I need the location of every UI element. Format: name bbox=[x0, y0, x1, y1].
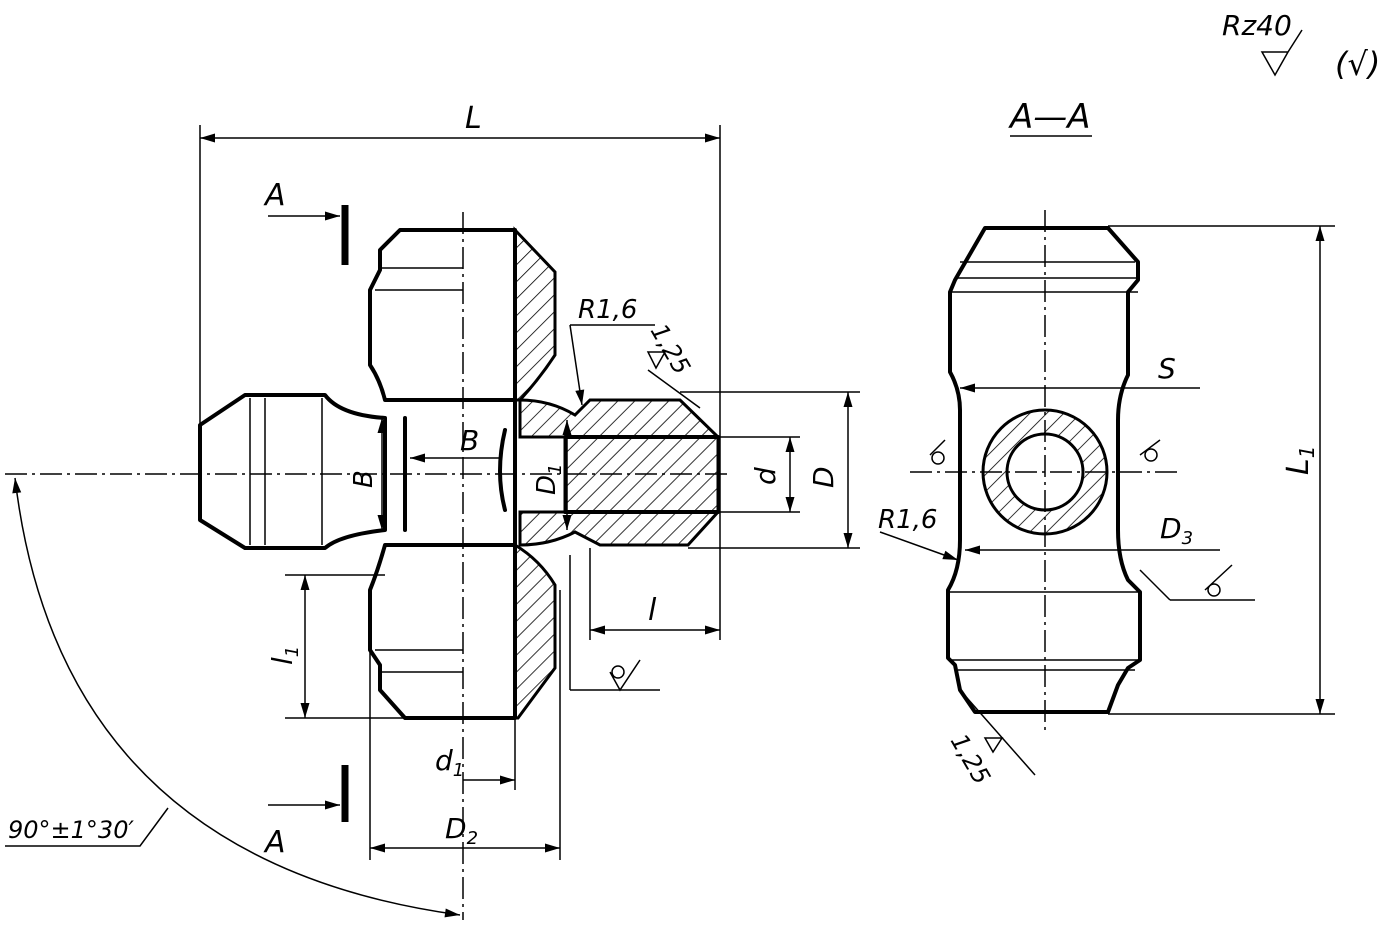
roughness-label: Rz40 bbox=[1222, 9, 1292, 42]
label-d: d bbox=[749, 467, 782, 485]
angle-arc bbox=[12, 477, 461, 918]
label-l: l bbox=[648, 593, 657, 628]
label-l1: l1 bbox=[266, 646, 303, 665]
label-S: S bbox=[1158, 352, 1176, 385]
label-L: L bbox=[465, 101, 482, 136]
label-A-bottom: A bbox=[263, 825, 286, 860]
roughness-symbol bbox=[1260, 29, 1303, 77]
section-body bbox=[946, 226, 1142, 714]
roughness-parenthetical: (√) bbox=[1335, 45, 1380, 83]
label-D2: D2 bbox=[445, 812, 478, 849]
label-125-top: 1,25 bbox=[645, 319, 696, 379]
bottom-branch-outline bbox=[368, 543, 517, 720]
label-B-side: B bbox=[349, 470, 379, 488]
main-view bbox=[5, 125, 860, 920]
label-R16-main: R1,6 bbox=[578, 295, 637, 325]
label-B-inner: B bbox=[460, 424, 479, 457]
label-D: D bbox=[807, 466, 840, 488]
label-angle: 90°±1°30′ bbox=[8, 816, 134, 844]
top-branch-section bbox=[513, 226, 557, 402]
label-D1: D1 bbox=[532, 464, 566, 495]
label-A-top: A bbox=[263, 178, 286, 213]
label-L1: L1 bbox=[1281, 446, 1319, 475]
section-view bbox=[879, 210, 1335, 776]
bottom-branch-section bbox=[513, 542, 557, 720]
section-title: A—A bbox=[1008, 97, 1091, 137]
label-d1: d1 bbox=[435, 744, 464, 781]
label-D3: D3 bbox=[1160, 512, 1193, 549]
top-branch-outline bbox=[368, 228, 517, 402]
label-R16-section: R1,6 bbox=[878, 505, 937, 535]
